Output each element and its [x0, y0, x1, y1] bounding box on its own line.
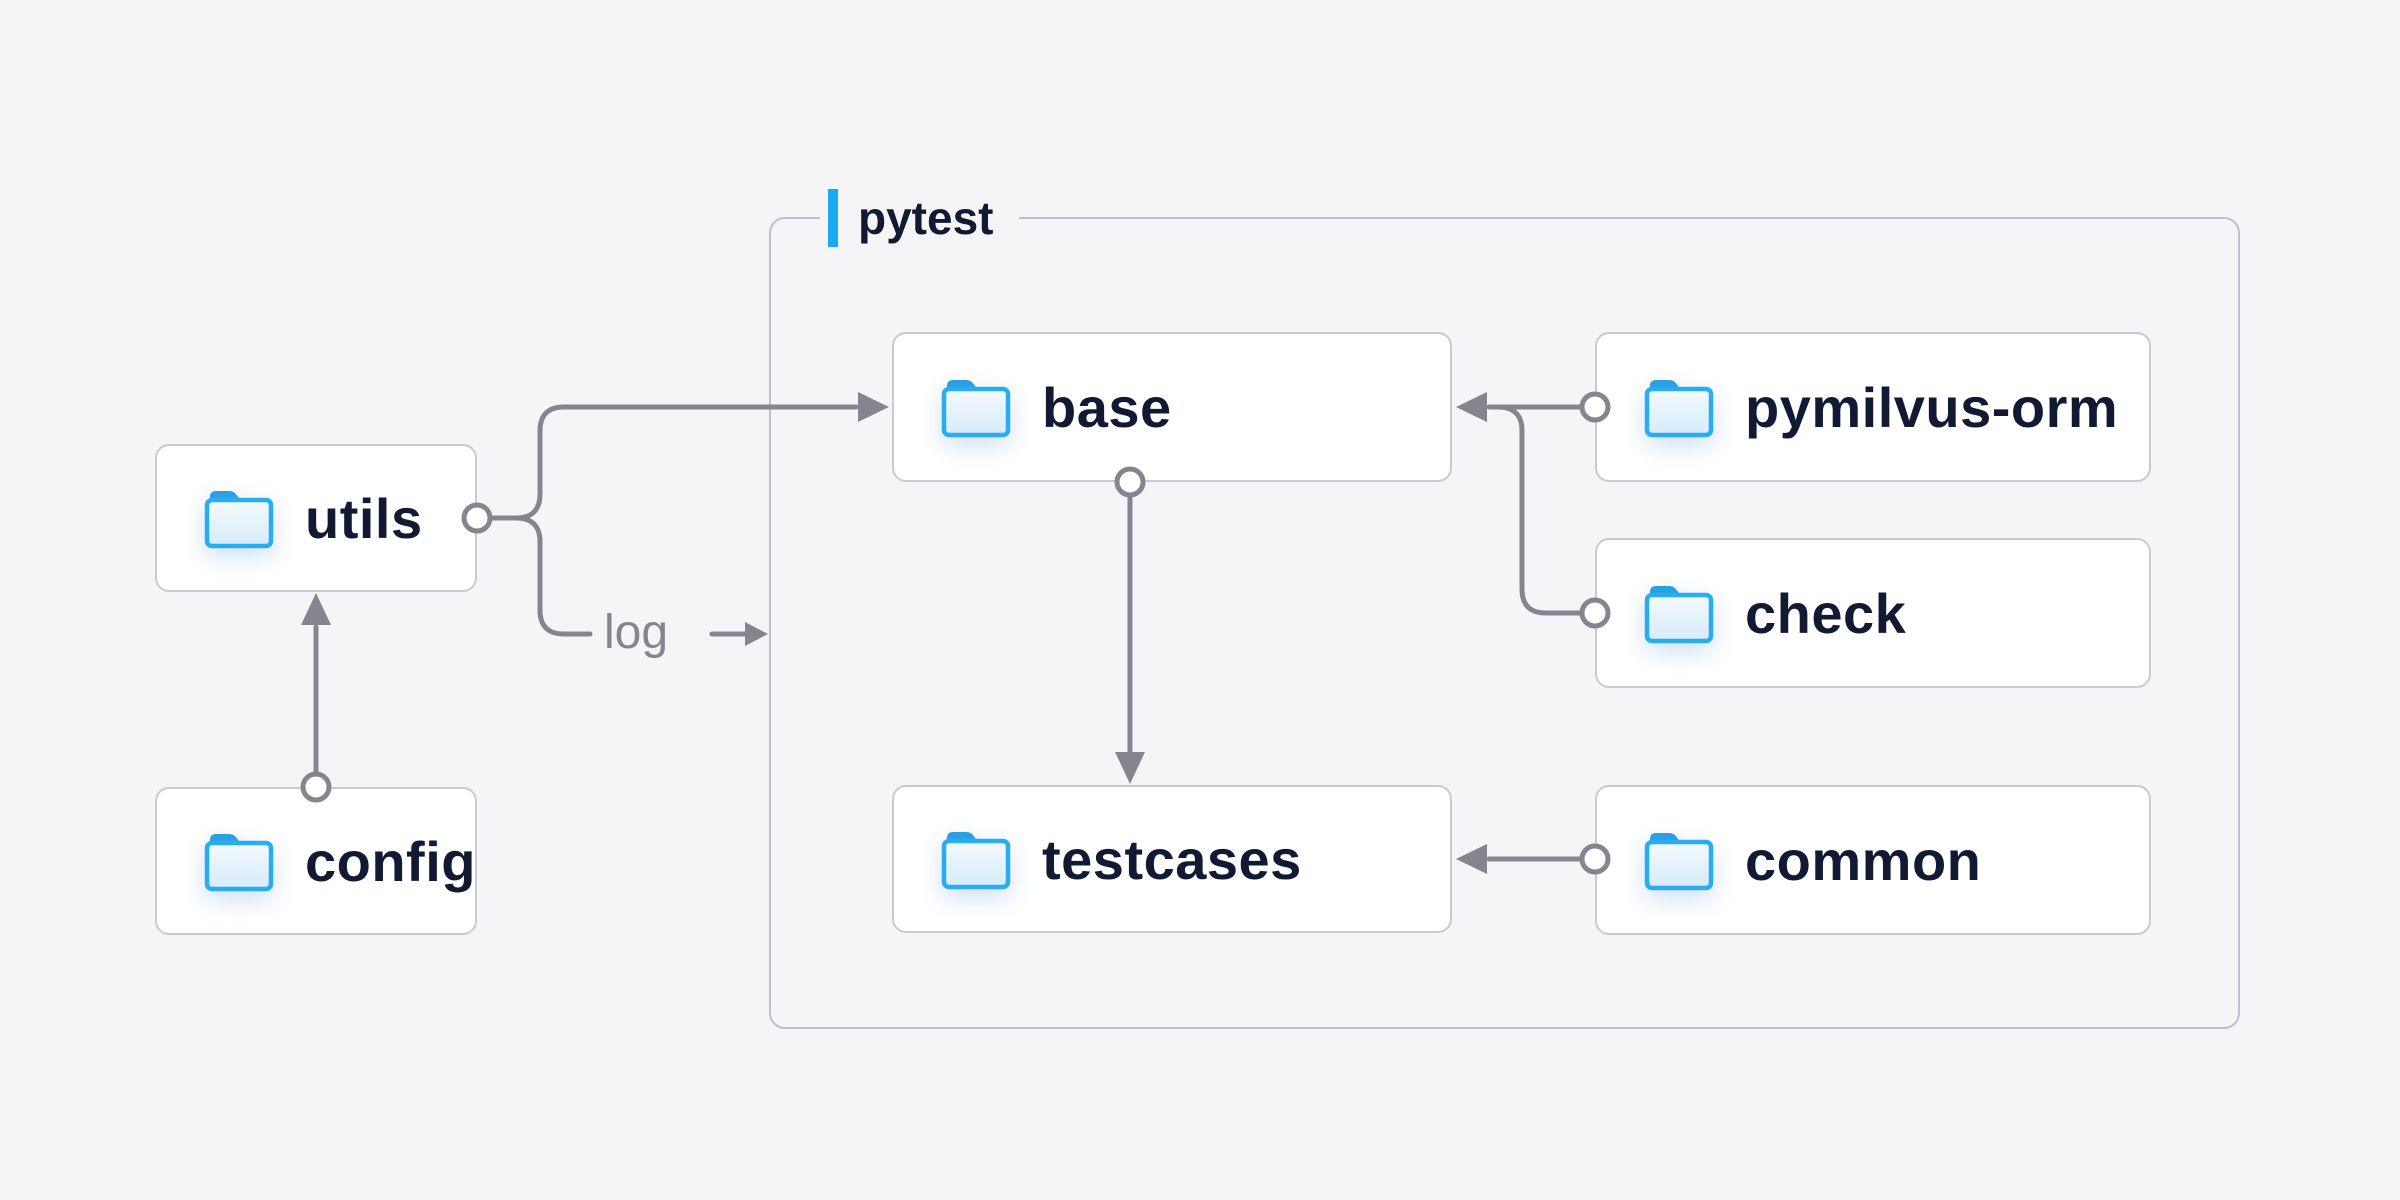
node-config: config: [155, 787, 477, 935]
folder-icon: [1643, 581, 1715, 645]
node-utils: utils: [155, 444, 477, 592]
node-label: common: [1745, 828, 1982, 892]
node-common: common: [1595, 785, 2151, 935]
pytest-container: [769, 217, 2240, 1029]
folder-icon: [203, 486, 275, 550]
node-pymilvus-orm: pymilvus-orm: [1595, 332, 2151, 482]
node-label: base: [1042, 375, 1172, 439]
accent-bar: [828, 189, 838, 247]
node-label: config: [305, 829, 476, 893]
node-testcases: testcases: [892, 785, 1452, 933]
node-label: pymilvus-orm: [1745, 375, 2119, 439]
pytest-container-label: pytest: [820, 186, 1020, 250]
folder-icon: [203, 829, 275, 893]
edge-config-utils: [300, 593, 332, 803]
folder-icon: [940, 375, 1012, 439]
node-label: check: [1745, 581, 1907, 645]
node-label: testcases: [1042, 827, 1302, 891]
folder-icon: [1643, 375, 1715, 439]
folder-icon: [940, 827, 1012, 891]
pytest-label-text: pytest: [858, 192, 994, 244]
edge-label-log: log: [604, 606, 669, 659]
folder-icon: [1643, 828, 1715, 892]
node-check: check: [1595, 538, 2151, 688]
node-label: utils: [305, 486, 423, 550]
node-base: base: [892, 332, 1452, 482]
